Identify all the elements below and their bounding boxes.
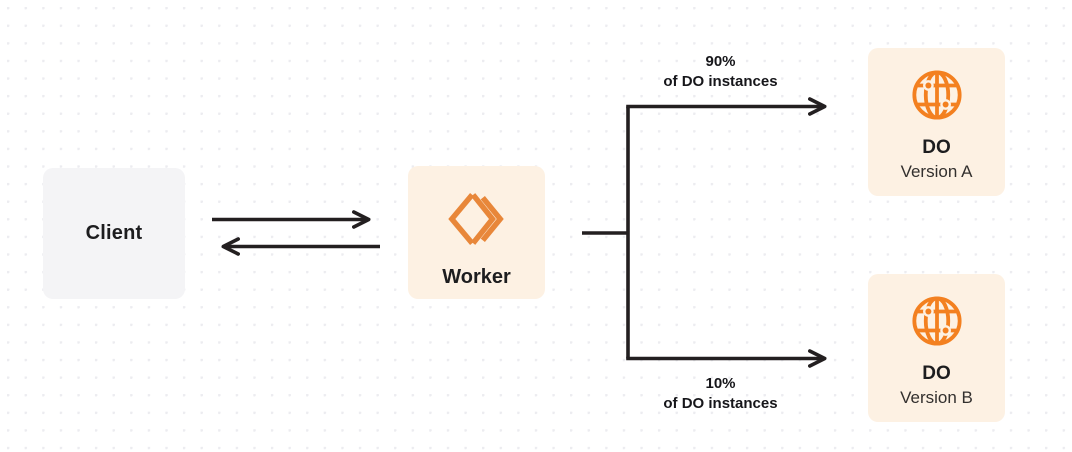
- node-do-a-label: DO: [922, 137, 951, 158]
- node-client[interactable]: Client: [43, 168, 185, 299]
- edge-label-do-b-caption: of DO instances: [663, 395, 778, 413]
- durable-object-globe-icon: [908, 292, 966, 350]
- node-do-b-label: DO: [922, 363, 951, 384]
- edge-label-do-a-percent: 90%: [705, 53, 736, 70]
- node-worker[interactable]: Worker: [408, 166, 545, 299]
- cloudflare-workers-icon: [446, 188, 508, 250]
- node-do-b-sublabel: Version B: [900, 387, 973, 407]
- node-do-a-sublabel: Version A: [900, 161, 973, 181]
- node-worker-label: Worker: [442, 266, 511, 288]
- node-do-version-a[interactable]: DO Version A: [868, 48, 1005, 196]
- edge-label-do-b-percent: 10%: [705, 375, 736, 392]
- node-do-version-b[interactable]: DO Version B: [868, 274, 1005, 422]
- edge-label-do-b: 10% of DO instances: [627, 374, 814, 415]
- edge-label-do-a-caption: of DO instances: [663, 73, 778, 91]
- edge-worker-fork: [582, 106, 630, 359]
- node-client-label: Client: [85, 222, 143, 244]
- durable-object-globe-icon: [908, 66, 966, 124]
- edge-label-do-a: 90% of DO instances: [627, 52, 814, 93]
